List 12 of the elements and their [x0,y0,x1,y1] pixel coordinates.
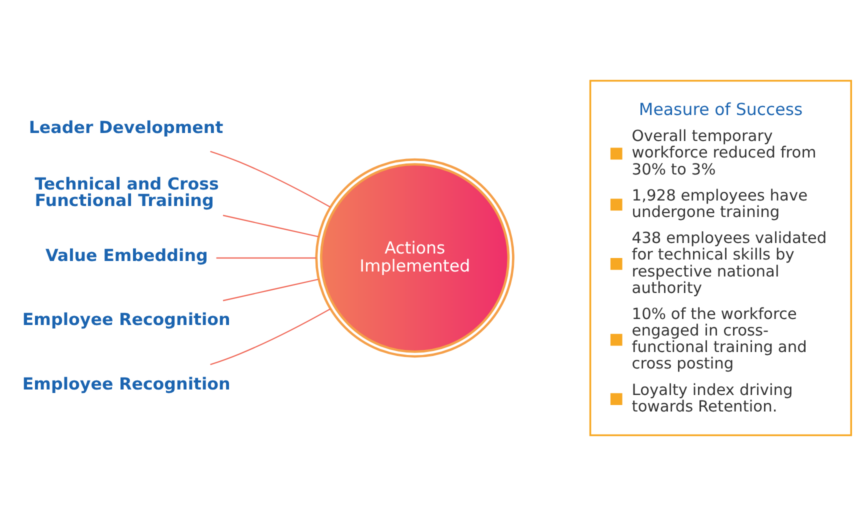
node-circle: Actions Implemented [315,158,514,358]
connector [210,150,331,208]
node-text: Technical and Cross Functional Training [34,174,219,210]
node-box: Measure of Success Overall temporary workforce reduced from 30% to 3% 1,928 employees have undergone training 438 employees validated for technical skills by respective national authority 10% of the workforce engaged in cross-functional training and cross posting Loyalty index driving towards Retention. [589,80,852,436]
connector [210,308,331,366]
node-text: Leader Development [28,118,224,138]
connector [216,257,316,259]
connector [222,214,319,238]
node-text: Value Embedding [45,246,208,266]
node-text: Employee Recognition [22,374,230,394]
connector [222,278,319,302]
node-text: Employee Recognition [22,310,230,330]
